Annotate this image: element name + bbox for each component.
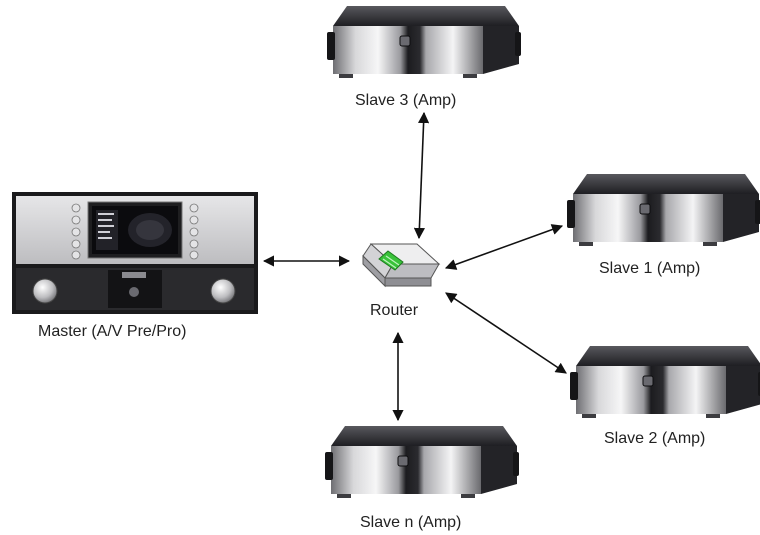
slaven-label: Slave n (Amp)	[360, 514, 462, 531]
amplifier-icon	[567, 174, 760, 247]
arrow-router-slave3	[413, 111, 430, 240]
arrow-router-slave1	[444, 224, 564, 270]
av-preprocessor-icon	[12, 192, 258, 314]
slave2-label: Slave 2 (Amp)	[604, 430, 706, 447]
router-label: Router	[370, 302, 419, 319]
amplifier-icon	[327, 6, 522, 79]
master-av-preprocessor	[12, 192, 258, 314]
router-icon	[362, 243, 441, 288]
slave3-label: Slave 3 (Amp)	[355, 92, 457, 109]
slaven-amplifier	[325, 426, 520, 499]
slave3-amplifier	[327, 6, 522, 79]
amplifier-icon	[325, 426, 520, 499]
amplifier-icon	[570, 346, 760, 419]
slave1-label: Slave 1 (Amp)	[599, 260, 701, 277]
router-device	[362, 243, 441, 288]
arrow-router-slave2	[445, 292, 567, 374]
master-label: Master (A/V Pre/Pro)	[38, 323, 187, 340]
slave2-amplifier	[570, 346, 760, 419]
slave1-amplifier	[567, 174, 760, 247]
